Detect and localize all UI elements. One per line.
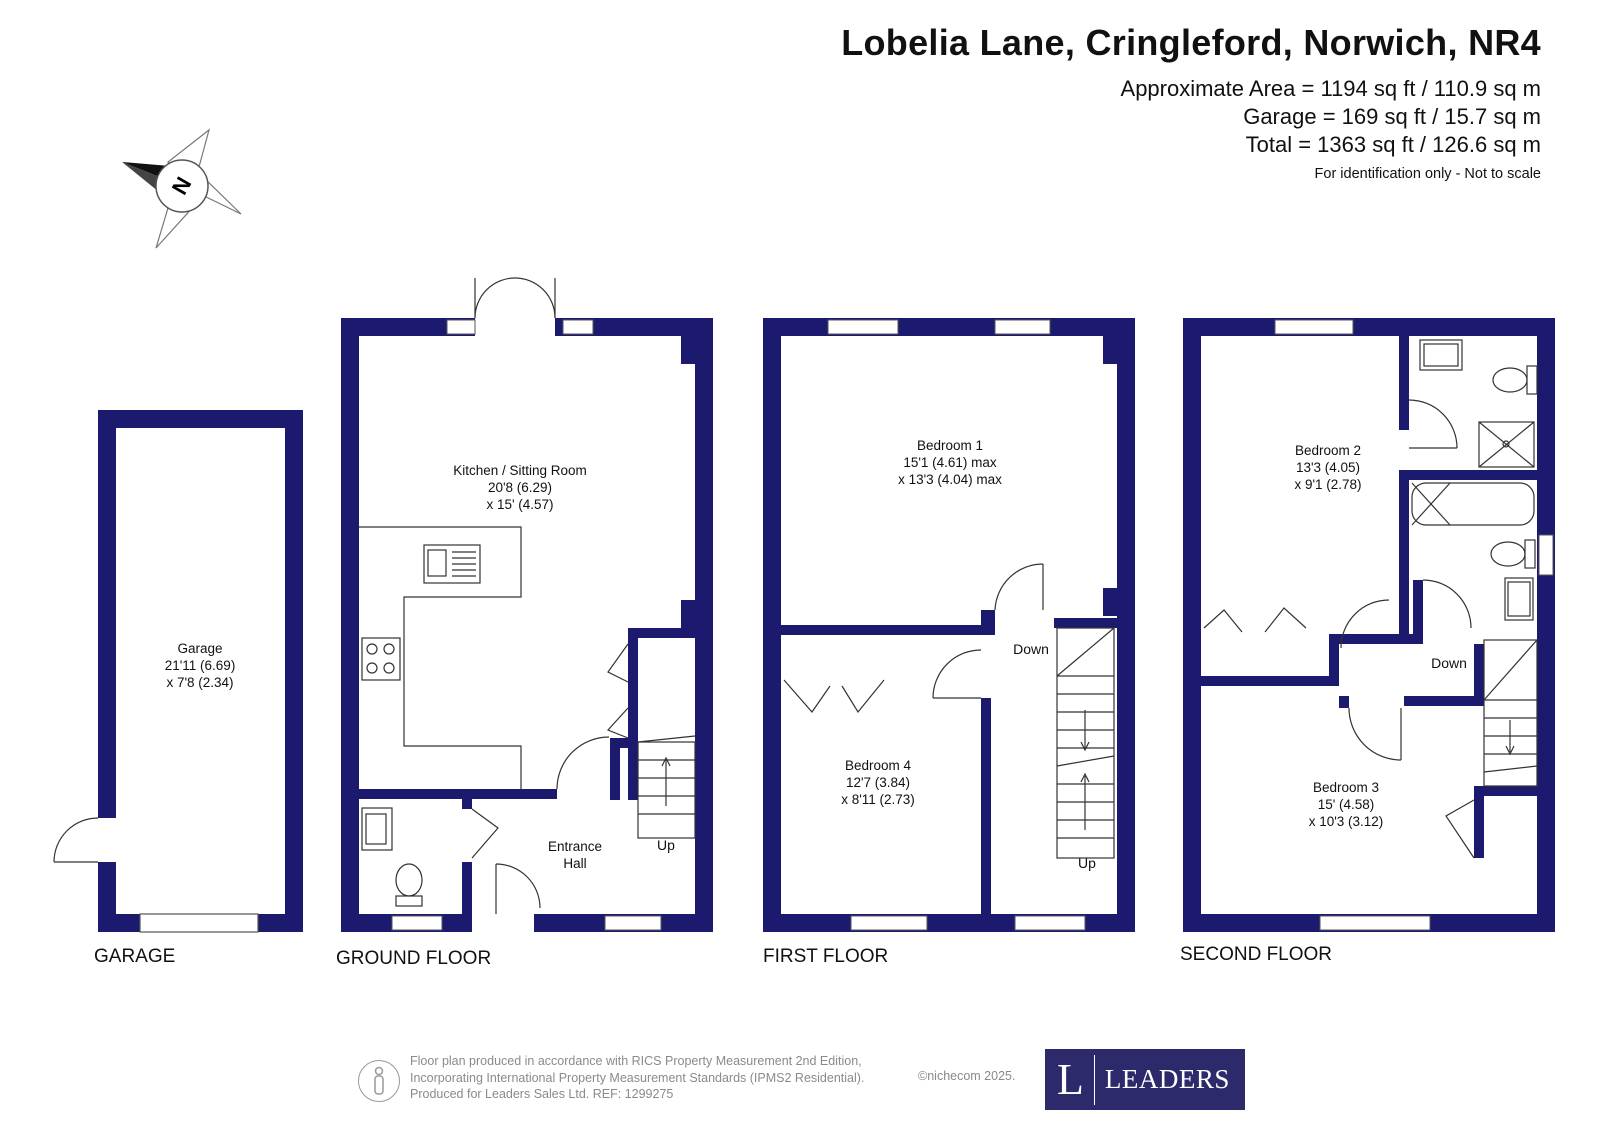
- svg-text:Bedroom 2: Bedroom 2: [1295, 443, 1361, 458]
- person-icon: [358, 1060, 400, 1102]
- garage-floor-label: GARAGE: [94, 946, 175, 967]
- bedroom-1-label: Bedroom 1 15'1 (4.61) max x 13'3 (4.04) …: [898, 438, 1002, 487]
- svg-text:Hall: Hall: [563, 856, 586, 871]
- bedroom-2-label: Bedroom 2 13'3 (4.05) x 9'1 (2.78): [1294, 443, 1361, 492]
- svg-text:15' (4.58): 15' (4.58): [1318, 797, 1375, 812]
- scale-note: For identification only - Not to scale: [1314, 166, 1541, 182]
- second-floor-plan: [1183, 318, 1555, 932]
- svg-text:21'11 (6.69): 21'11 (6.69): [165, 658, 236, 673]
- svg-text:x 7'8 (2.34): x 7'8 (2.34): [166, 675, 233, 690]
- footer-copyright: ©nichecom 2025.: [918, 1069, 1016, 1083]
- svg-text:12'7 (3.84): 12'7 (3.84): [846, 775, 910, 790]
- second-floor-fixtures: [1203, 339, 1538, 859]
- ground-stairs-up-label: Up: [657, 837, 675, 853]
- ground-floor-label: GROUND FLOOR: [336, 948, 491, 969]
- second-floor-label: SECOND FLOOR: [1180, 944, 1332, 965]
- svg-text:Entrance: Entrance: [548, 839, 602, 854]
- area-garage: Garage = 169 sq ft / 15.7 sq m: [1243, 104, 1541, 129]
- svg-text:Bedroom 3: Bedroom 3: [1313, 780, 1379, 795]
- first-stairs-down-label: Down: [1013, 641, 1049, 657]
- footer-disclaimer: Floor plan produced in accordance with R…: [410, 1053, 864, 1103]
- compass-icon: N: [122, 128, 242, 249]
- first-floor-label: FIRST FLOOR: [763, 946, 888, 967]
- svg-text:Bedroom 1: Bedroom 1: [917, 438, 983, 453]
- area-total: Total = 1363 sq ft / 126.6 sq m: [1245, 132, 1541, 157]
- first-stairs-up-label: Up: [1078, 855, 1096, 871]
- area-approximate: Approximate Area = 1194 sq ft / 110.9 sq…: [1120, 76, 1541, 101]
- svg-text:x 13'3 (4.04) max: x 13'3 (4.04) max: [898, 472, 1002, 487]
- leaders-logo: L LEADERS: [1045, 1049, 1245, 1110]
- bedroom-3-label: Bedroom 3 15' (4.58) x 10'3 (3.12): [1309, 780, 1384, 829]
- footer-line-2: Incorporating International Property Mea…: [410, 1070, 865, 1085]
- logo-initial: L: [1045, 1054, 1095, 1105]
- svg-text:15'1 (4.61) max: 15'1 (4.61) max: [903, 455, 997, 470]
- ground-floor-fixtures: [359, 277, 696, 914]
- property-title: Lobelia Lane, Cringleford, Norwich, NR4: [841, 22, 1541, 63]
- footer-line-1: Floor plan produced in accordance with R…: [410, 1054, 862, 1068]
- garage-room-label: Garage 21'11 (6.69) x 7'8 (2.34): [165, 641, 236, 690]
- bedroom-4-label: Bedroom 4 12'7 (3.84) x 8'11 (2.73): [841, 758, 915, 807]
- svg-text:Bedroom 4: Bedroom 4: [845, 758, 912, 773]
- garage-plan: [96, 410, 303, 933]
- svg-text:x 9'1 (2.78): x 9'1 (2.78): [1294, 477, 1361, 492]
- svg-text:x 8'11 (2.73): x 8'11 (2.73): [841, 792, 915, 807]
- svg-text:Garage: Garage: [177, 641, 222, 656]
- entrance-hall-label: Entrance Hall: [548, 839, 602, 871]
- garage-door-swing: [53, 817, 99, 863]
- svg-text:Kitchen / Sitting Room: Kitchen / Sitting Room: [453, 463, 587, 478]
- ground-floor-plan: [341, 318, 713, 932]
- first-floor-fixtures: [783, 563, 1115, 859]
- svg-text:13'3 (4.05): 13'3 (4.05): [1296, 460, 1360, 475]
- second-stairs-down-label: Down: [1431, 655, 1467, 671]
- svg-text:x 15' (4.57): x 15' (4.57): [486, 497, 553, 512]
- logo-wordmark: LEADERS: [1104, 1064, 1230, 1094]
- first-floor-plan: [763, 318, 1135, 932]
- svg-text:20'8 (6.29): 20'8 (6.29): [488, 480, 552, 495]
- footer-line-3: Produced for Leaders Sales Ltd. REF: 129…: [410, 1087, 674, 1101]
- svg-text:x 10'3 (3.12): x 10'3 (3.12): [1309, 814, 1384, 829]
- kitchen-room-label: Kitchen / Sitting Room 20'8 (6.29) x 15'…: [453, 463, 587, 512]
